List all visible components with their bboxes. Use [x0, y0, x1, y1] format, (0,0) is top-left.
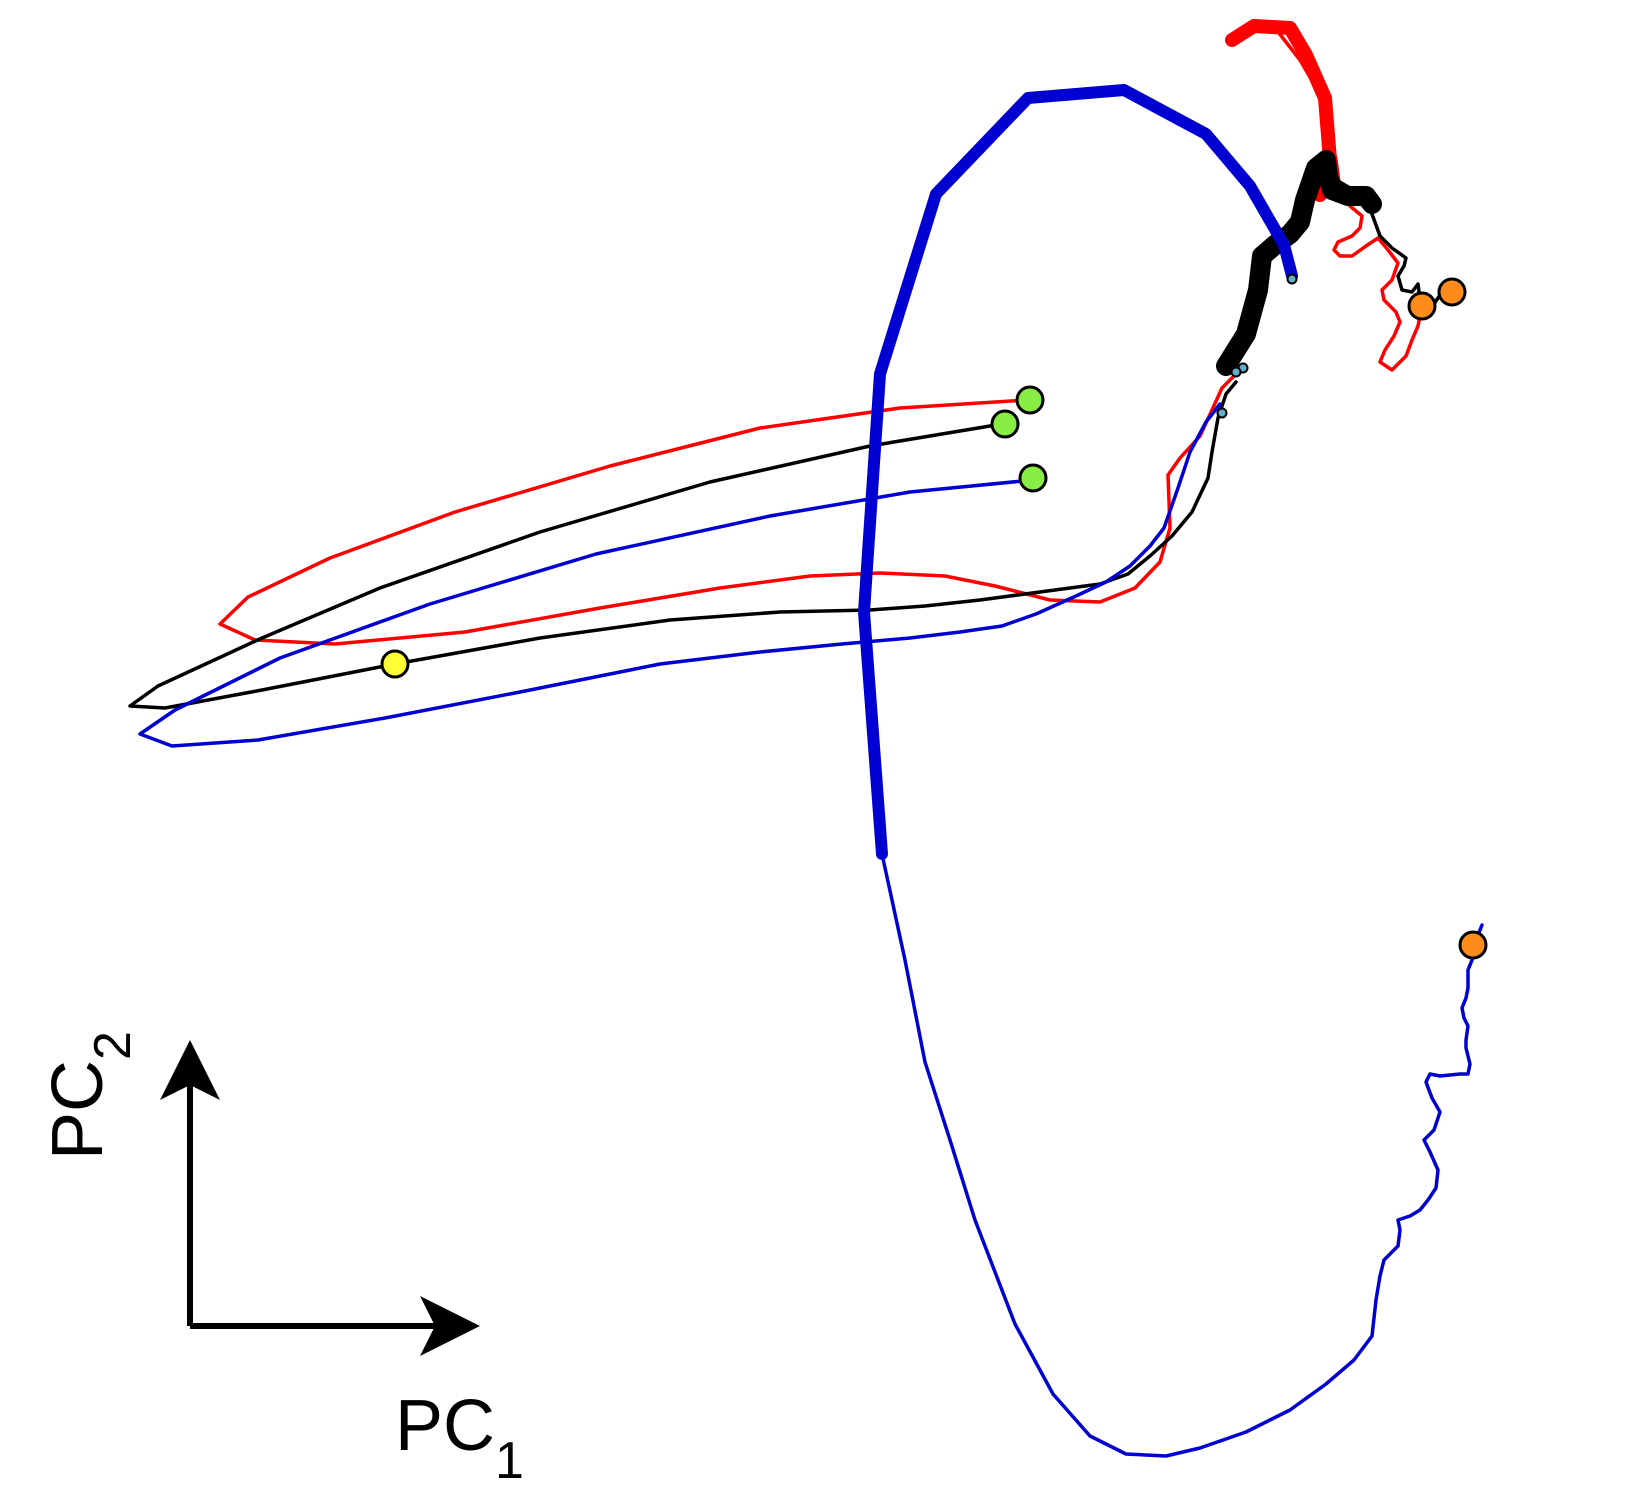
series-3-trajectory-line: [138, 402, 1222, 748]
series-1-trajectory-line: [218, 366, 1245, 646]
end-marker-6: [1407, 291, 1437, 321]
series-2-trajectory-line: [128, 380, 1238, 710]
start-marker-3: [1018, 463, 1048, 493]
end-marker-7: [1458, 930, 1488, 960]
start-marker-2: [990, 409, 1020, 439]
marker-layer: [380, 273, 1488, 960]
series-3-bold-segment: [858, 84, 1298, 860]
dot-marker-11: [1286, 273, 1298, 285]
end-marker-5: [1437, 277, 1467, 307]
series-layer: [128, 19, 1484, 1458]
x-axis-label: PC1: [395, 1386, 524, 1490]
mid-marker-4: [380, 649, 410, 679]
start-marker-1: [1015, 385, 1045, 415]
series-2-bold-segment: [1216, 150, 1382, 376]
y-axis-label: PC2: [38, 1031, 142, 1160]
series-3-tail-line: [880, 852, 1484, 1458]
dot-marker-9: [1230, 366, 1242, 378]
dot-marker-10: [1216, 407, 1228, 419]
